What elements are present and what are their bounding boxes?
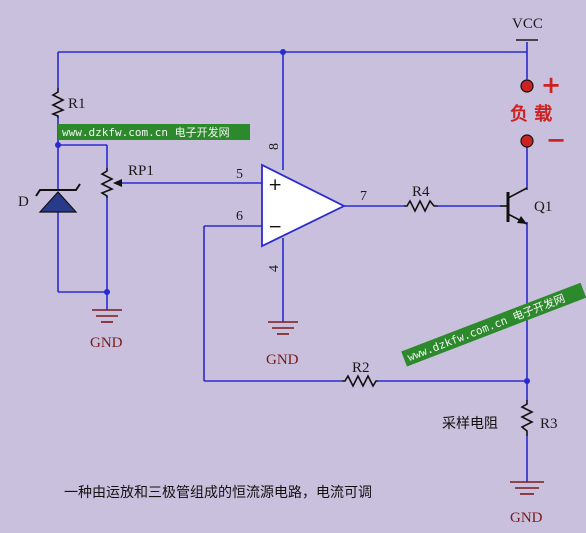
r2-resistor <box>342 374 378 388</box>
load-terminal-minus <box>520 134 534 148</box>
junction-dot <box>280 49 286 55</box>
load-plus-sign: + <box>541 70 561 99</box>
zener-diode <box>35 183 81 213</box>
pin7-label: 7 <box>360 189 367 204</box>
junction-dot <box>524 378 530 384</box>
gnd-left-symbol <box>92 309 122 323</box>
q1-label: Q1 <box>534 199 552 215</box>
wires <box>57 42 528 480</box>
opamp-plus: + <box>268 175 282 195</box>
sampling-resistor-label: 采样电阻 <box>442 416 498 432</box>
gnd-left-label: GND <box>90 335 123 351</box>
gnd-right-symbol <box>510 481 544 495</box>
load-label: 负 载 <box>510 103 552 125</box>
load-minus-sign: − <box>546 125 566 154</box>
pin6-label: 6 <box>236 209 243 224</box>
rp1-label: RP1 <box>128 163 154 179</box>
pin8-label: 8 <box>267 143 282 150</box>
rp1-resistor <box>100 168 114 198</box>
pin4-label: 4 <box>267 265 282 272</box>
gnd-mid-label: GND <box>266 352 299 368</box>
svg-text:www.dzkfw.com.cn 电子开发网: www.dzkfw.com.cn 电子开发网 <box>405 291 566 364</box>
transistor-q1 <box>500 187 528 225</box>
opamp <box>261 163 347 248</box>
watermark-diagonal: www.dzkfw.com.cn 电子开发网 <box>401 282 586 367</box>
r3-label: R3 <box>540 416 558 432</box>
r4-resistor <box>404 199 438 213</box>
watermark-top: www.dzkfw.com.cn 电子开发网 <box>62 125 230 139</box>
vcc-label: VCC <box>512 16 543 32</box>
watermark-top-bg <box>58 124 250 140</box>
r1-label: R1 <box>68 96 86 112</box>
gnd-right-label: GND <box>510 510 543 526</box>
junction-dot <box>55 142 61 148</box>
zener-label: D <box>18 194 29 210</box>
r4-label: R4 <box>412 184 430 200</box>
r1-resistor <box>50 88 65 118</box>
rp1-wiper-arrow <box>113 179 122 187</box>
r3-resistor <box>520 400 534 436</box>
junctions <box>55 49 530 384</box>
junction-dot <box>104 289 110 295</box>
gnd-mid-symbol <box>268 321 298 335</box>
opamp-minus: − <box>268 217 282 237</box>
load-terminal-plus <box>520 79 534 93</box>
pin5-label: 5 <box>236 167 243 182</box>
diagram-caption: 一种由运放和三极管组成的恒流源电路，电流可调 <box>64 485 372 501</box>
r2-label: R2 <box>352 360 370 376</box>
